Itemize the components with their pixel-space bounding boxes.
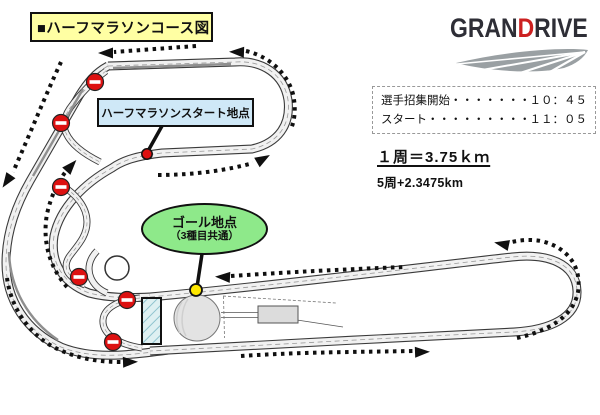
arrow-head-icon [98, 47, 113, 59]
start-point-label: ハーフマラソンスタート地点 [97, 98, 254, 127]
no-entry-sign-icon [103, 332, 123, 352]
page-title-text: ■ハーフマラソンコース図 [37, 20, 210, 37]
total-distance: 5周+2.3475km [377, 176, 464, 190]
goal-point-marker [189, 283, 203, 297]
arrow-head-icon [62, 160, 77, 175]
goal-label-line2: （3種目共通） [170, 230, 239, 243]
arrow-head-icon [215, 271, 231, 283]
start-point-marker [141, 148, 153, 160]
grandstand-building [141, 297, 162, 345]
road-shading [112, 62, 232, 70]
schedule-row-start: スタート ・・・・・・・・・・・・・・・・・・ １１：０５ [381, 111, 587, 129]
logo-rive: RIVE [534, 13, 588, 43]
start-label-connector [146, 124, 164, 153]
logo-road-swoosh-icon [456, 49, 588, 74]
no-entry-sign-icon [69, 267, 89, 287]
arrow-head-icon [494, 240, 510, 251]
no-entry-sign-icon [85, 72, 105, 92]
page-title: ■ハーフマラソンコース図 [30, 12, 213, 42]
roundabout-circle [104, 255, 130, 281]
grandrive-logo: GRANDRIVE [450, 13, 588, 44]
logo-gran: GRAN [450, 13, 518, 43]
road-shading [31, 88, 85, 177]
arrow-head-icon [229, 46, 245, 58]
road-roundabout-arc [89, 251, 107, 293]
infield-boundary [222, 295, 337, 339]
arrow-head-icon [254, 155, 270, 168]
no-entry-sign-icon [117, 290, 137, 310]
lap-distance: １周＝3.75ｋｍ [377, 149, 491, 166]
schedule-time: １０：４５ [529, 94, 588, 107]
arrow-head-icon [122, 356, 138, 368]
no-entry-sign-icon [51, 113, 71, 133]
dot-leader: ・・・・・・・・・・・・・・ [450, 94, 530, 107]
arrow-head-icon [2, 172, 16, 188]
schedule-row-assembly: 選手招集開始 ・・・・・・・・・・・・・・ １０：４５ [381, 92, 587, 110]
goal-label-connector [195, 252, 204, 289]
arrow-head-icon [414, 346, 430, 358]
no-entry-sign-icon [51, 177, 71, 197]
dot-leader: ・・・・・・・・・・・・・・・・・・ [427, 113, 530, 126]
schedule-label: 選手招集開始 [381, 94, 450, 107]
goal-label-line1: ゴール地点 [171, 214, 237, 230]
round-building [173, 294, 221, 342]
logo-d: D [517, 13, 535, 43]
direction-arrows [2, 44, 581, 368]
schedule-label: スタート [381, 113, 427, 126]
goal-point-label: ゴール地点 （3種目共通） [141, 203, 268, 255]
road-shading [7, 251, 59, 341]
start-point-label-text: ハーフマラソンスタート地点 [101, 107, 250, 120]
schedule-box: 選手招集開始 ・・・・・・・・・・・・・・ １０：４５ スタート ・・・・・・・… [372, 86, 596, 134]
rect-building [257, 305, 299, 324]
infield-lines [221, 312, 344, 328]
schedule-time: １１：０５ [529, 113, 588, 126]
